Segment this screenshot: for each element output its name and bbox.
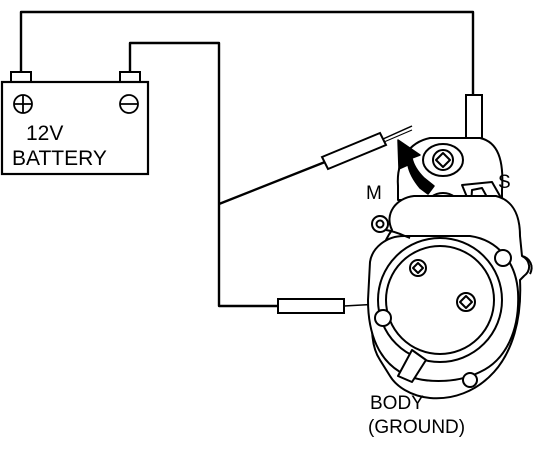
battery: 12V BATTERY (0, 71, 150, 176)
battery-negative-symbol-icon (119, 94, 139, 114)
upper-test-lead (320, 125, 413, 171)
wire-positive-to-s-terminal (19, 10, 475, 95)
body-label: BODY (370, 393, 424, 414)
ground-label: (GROUND) (368, 417, 465, 438)
battery-name-label: BATTERY (12, 147, 107, 170)
battery-voltage-label: 12V (26, 122, 63, 145)
wire-branch-to-upper-lead (218, 160, 326, 206)
wire-negative-to-test-lead (128, 41, 278, 308)
direction-arrow-icon (397, 139, 435, 195)
m-terminal-icon (371, 215, 411, 239)
starter-motor (367, 137, 533, 400)
m-terminal-label: M (366, 183, 382, 204)
battery-positive-symbol-icon (13, 94, 33, 114)
lower-test-lead (277, 298, 381, 314)
s-terminal-label: S (498, 172, 511, 193)
